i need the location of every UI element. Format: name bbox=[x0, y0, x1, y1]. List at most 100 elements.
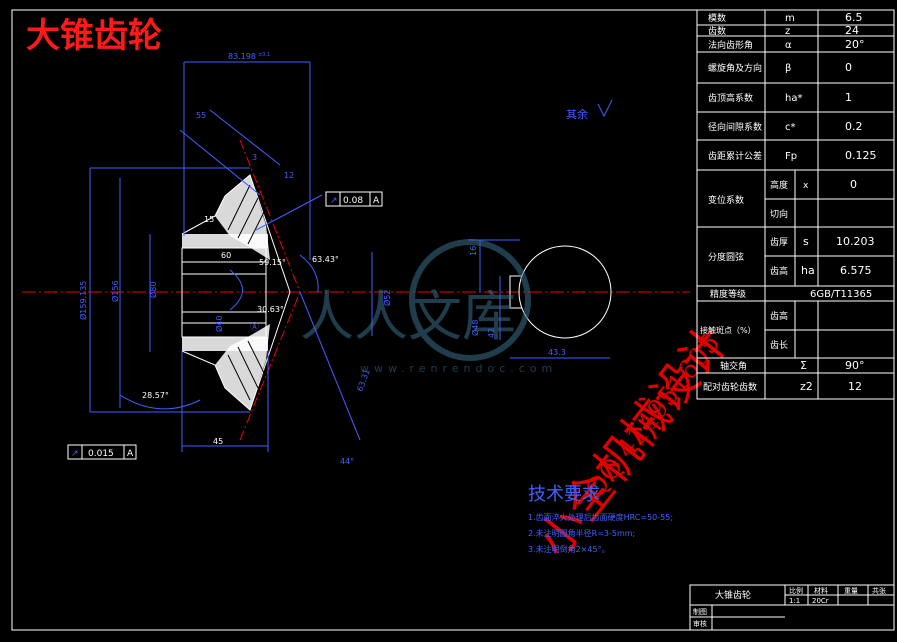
accuracy-val: 6GB/T11365 bbox=[810, 289, 872, 300]
dim-slant-small: 3 bbox=[252, 153, 257, 162]
dim-angle-c: 59.15° bbox=[259, 258, 286, 267]
tol-value-lower: 0.015 bbox=[88, 449, 114, 459]
mate-sym-2: z2 bbox=[800, 380, 813, 393]
param-symbol: ha* bbox=[785, 93, 802, 104]
tech-heading: 技术要求 bbox=[528, 484, 600, 505]
mate-label-1: 轴交角 bbox=[720, 360, 747, 372]
watermark: 人人文库 www.renrendoc.com bbox=[300, 239, 557, 375]
dim-top-width-tol: ±0.1 bbox=[258, 52, 270, 58]
dim-outer-dia: Ø159.135 bbox=[78, 281, 88, 320]
shift-sub2: 切向 bbox=[770, 208, 788, 220]
watermark-site: www.renrendoc.com bbox=[360, 362, 557, 375]
svg-text:↗: ↗ bbox=[71, 449, 79, 459]
param-value: 0.125 bbox=[845, 149, 877, 162]
tol-datum-upper: A bbox=[373, 196, 380, 206]
shift-val1: 0 bbox=[850, 178, 857, 191]
dim-keyway-w: 16 bbox=[469, 246, 478, 256]
param-symbol: α bbox=[785, 40, 792, 51]
param-label: 法向齿形角 bbox=[708, 39, 753, 51]
param-symbol: c* bbox=[785, 122, 796, 133]
dim-dia-3: Ø80 bbox=[148, 282, 158, 298]
param-value: 1 bbox=[845, 91, 852, 104]
surface-finish-label: 其余 bbox=[566, 107, 588, 121]
contact-label: 接触斑点（%） bbox=[700, 325, 756, 335]
tech-item-1: 1.齿面淬火处理后齿面硬度HRC=50-55; bbox=[528, 512, 673, 522]
param-label: 齿顶高系数 bbox=[708, 92, 753, 104]
param-label: 齿数 bbox=[708, 25, 726, 37]
dim-bore-depth: 60 bbox=[221, 251, 231, 260]
dim-hub-len: 45 bbox=[213, 437, 223, 446]
dim-dia-4: Ø40 bbox=[214, 316, 224, 332]
title-block-h-weight: 重量 bbox=[844, 587, 858, 595]
mate-val-2: 12 bbox=[848, 380, 862, 393]
bore-outline bbox=[181, 247, 267, 338]
angle-arc bbox=[299, 254, 319, 293]
svg-text:↗: ↗ bbox=[330, 196, 338, 206]
title-block-name: 大锥齿轮 bbox=[715, 589, 751, 601]
dim-right-dia: Ø48 bbox=[470, 320, 480, 336]
upper-hub bbox=[182, 234, 268, 248]
dim-right-small: 42 bbox=[487, 328, 496, 338]
title-block-scale: 1:1 bbox=[789, 597, 800, 605]
dim-face: 55 bbox=[196, 111, 206, 120]
hatch bbox=[237, 346, 259, 389]
contact-sub1: 齿高 bbox=[770, 310, 788, 322]
accuracy-label: 精度等级 bbox=[710, 288, 746, 300]
hatch bbox=[247, 211, 265, 245]
param-label: 模数 bbox=[708, 12, 726, 24]
title-block-h-material: 材料 bbox=[814, 586, 828, 595]
title-block: 大锥齿轮 比例 材料 重量 共张 1:1 20Cr 制图 审核 bbox=[689, 584, 895, 631]
hatch bbox=[247, 340, 265, 374]
param-symbol: Fp bbox=[785, 151, 797, 162]
dim-keyway-h: 43.3 bbox=[548, 348, 566, 357]
chord-sub1: 齿厚 bbox=[770, 237, 788, 248]
mate-val-1: 90° bbox=[845, 359, 865, 372]
chord-sym1: s bbox=[803, 235, 809, 248]
param-value: 20° bbox=[845, 38, 865, 51]
title-block-h-sheet: 共张 bbox=[872, 586, 886, 595]
param-symbol: m bbox=[785, 13, 795, 24]
pitch-cone-lower bbox=[239, 291, 301, 441]
angle-arc bbox=[119, 394, 201, 410]
keyway-outline bbox=[509, 275, 522, 309]
dim-top-width: 83.198 bbox=[228, 52, 256, 61]
dim-angle-a: 30.63° bbox=[257, 305, 284, 314]
dim-line bbox=[255, 194, 323, 231]
tol-datum-lower: A bbox=[127, 449, 134, 459]
param-value: 24 bbox=[845, 24, 859, 37]
title-block-checked: 审核 bbox=[693, 619, 707, 628]
section-view: ↗ 0.08 A ↗ 0.015 A 83.198 ±0.1 55 3 12 5… bbox=[22, 52, 690, 466]
dim-line bbox=[209, 109, 281, 166]
mate-label-2: 配对齿轮齿数 bbox=[703, 381, 757, 393]
parameter-table bbox=[696, 9, 895, 400]
tech-requirements: 技术要求 1.齿面淬火处理后齿面硬度HRC=50-55; 2.未注明圆角半径R=… bbox=[528, 484, 673, 554]
keyway-view bbox=[468, 239, 612, 359]
dim-line bbox=[299, 291, 361, 441]
pitch-cone-upper bbox=[239, 139, 301, 293]
shift-sym1: x bbox=[803, 181, 809, 191]
chord-val1: 10.203 bbox=[836, 235, 875, 248]
shift-sub1: 高度 bbox=[770, 179, 788, 191]
watermark-logo-text: 人人文库 bbox=[300, 285, 516, 348]
tech-item-3: 3.未注明倒角2×45°。 bbox=[528, 544, 610, 554]
param-label: 径向间隙系数 bbox=[708, 121, 762, 133]
watermark-qq: QQ 414951605 bbox=[580, 328, 727, 504]
hatch bbox=[237, 197, 259, 239]
dim-angle-bottom: 44° bbox=[340, 457, 354, 466]
param-label: 齿距累计公差 bbox=[708, 150, 762, 162]
chord-sym2: ha bbox=[801, 264, 815, 277]
circled-a-upper: Ⓐ bbox=[250, 322, 259, 333]
shift-label: 变位系数 bbox=[708, 194, 744, 206]
param-label: 螺旋角及方向 bbox=[708, 62, 762, 74]
dim-gap: 15 bbox=[204, 215, 214, 224]
dim-dia-5: Ø52 bbox=[382, 290, 392, 306]
title-block-h-scale: 比例 bbox=[789, 586, 803, 595]
chord-sub2: 齿高 bbox=[770, 265, 788, 277]
lower-hub bbox=[182, 337, 268, 351]
angle-arc bbox=[229, 269, 243, 311]
tolerance-frame-upper: ↗ 0.08 A bbox=[325, 191, 383, 207]
dim-slant-mid: 12 bbox=[284, 171, 294, 180]
mate-sym-1: Σ bbox=[800, 359, 807, 372]
title-block-drawn: 制图 bbox=[693, 607, 707, 616]
